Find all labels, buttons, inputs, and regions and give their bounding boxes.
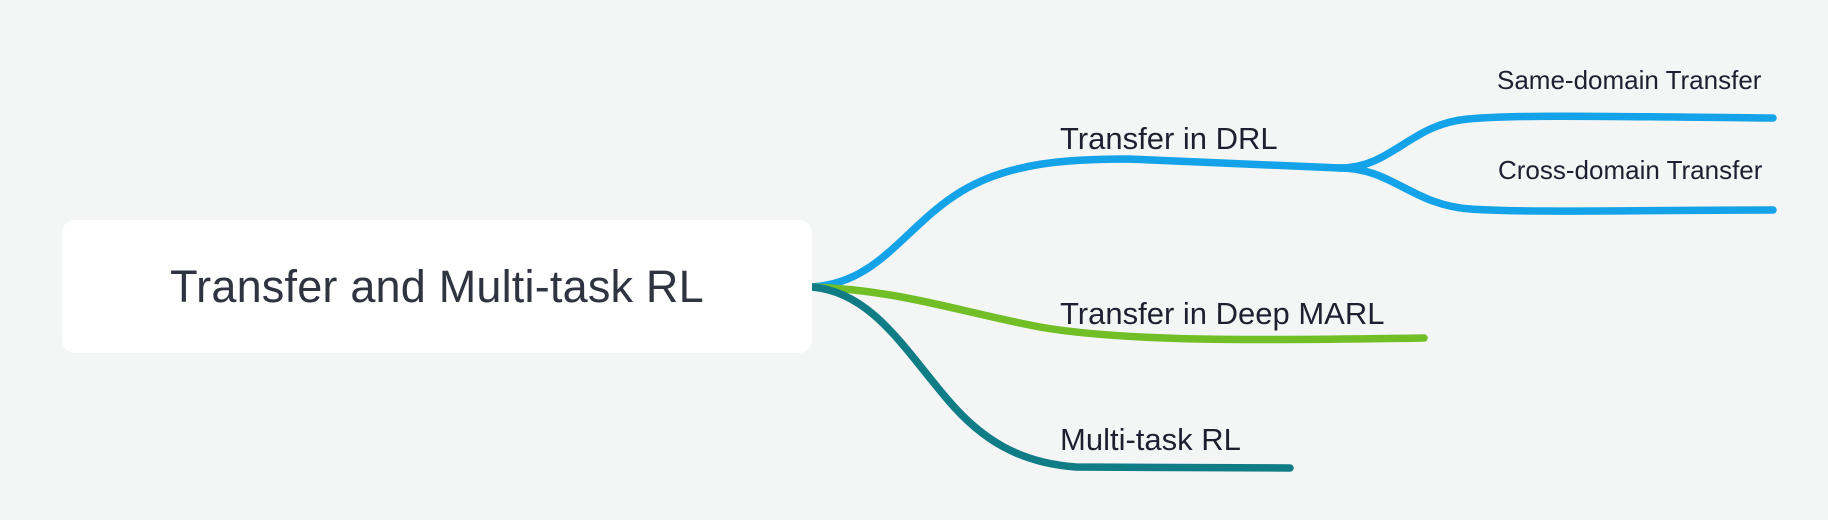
branch-label-transfer-in-deep-marl[interactable]: Transfer in Deep MARL — [1060, 296, 1385, 331]
branch-label-multi-task-rl[interactable]: Multi-task RL — [1060, 422, 1241, 457]
root-node-label: Transfer and Multi-task RL — [170, 260, 704, 312]
root-node[interactable]: Transfer and Multi-task RL — [62, 220, 812, 353]
branch-line-transfer-drl — [808, 155, 1344, 291]
branch-label-same-domain-transfer[interactable]: Same-domain Transfer — [1497, 65, 1762, 95]
branch-line-multitask-rl — [808, 283, 1294, 472]
branch-line-same-domain — [1336, 112, 1777, 172]
branch-label-cross-domain-transfer[interactable]: Cross-domain Transfer — [1498, 155, 1763, 185]
branch-label-transfer-in-drl[interactable]: Transfer in DRL — [1060, 121, 1278, 156]
branch-line-cross-domain — [1336, 164, 1777, 215]
branch-line-deep-marl — [808, 283, 1428, 344]
